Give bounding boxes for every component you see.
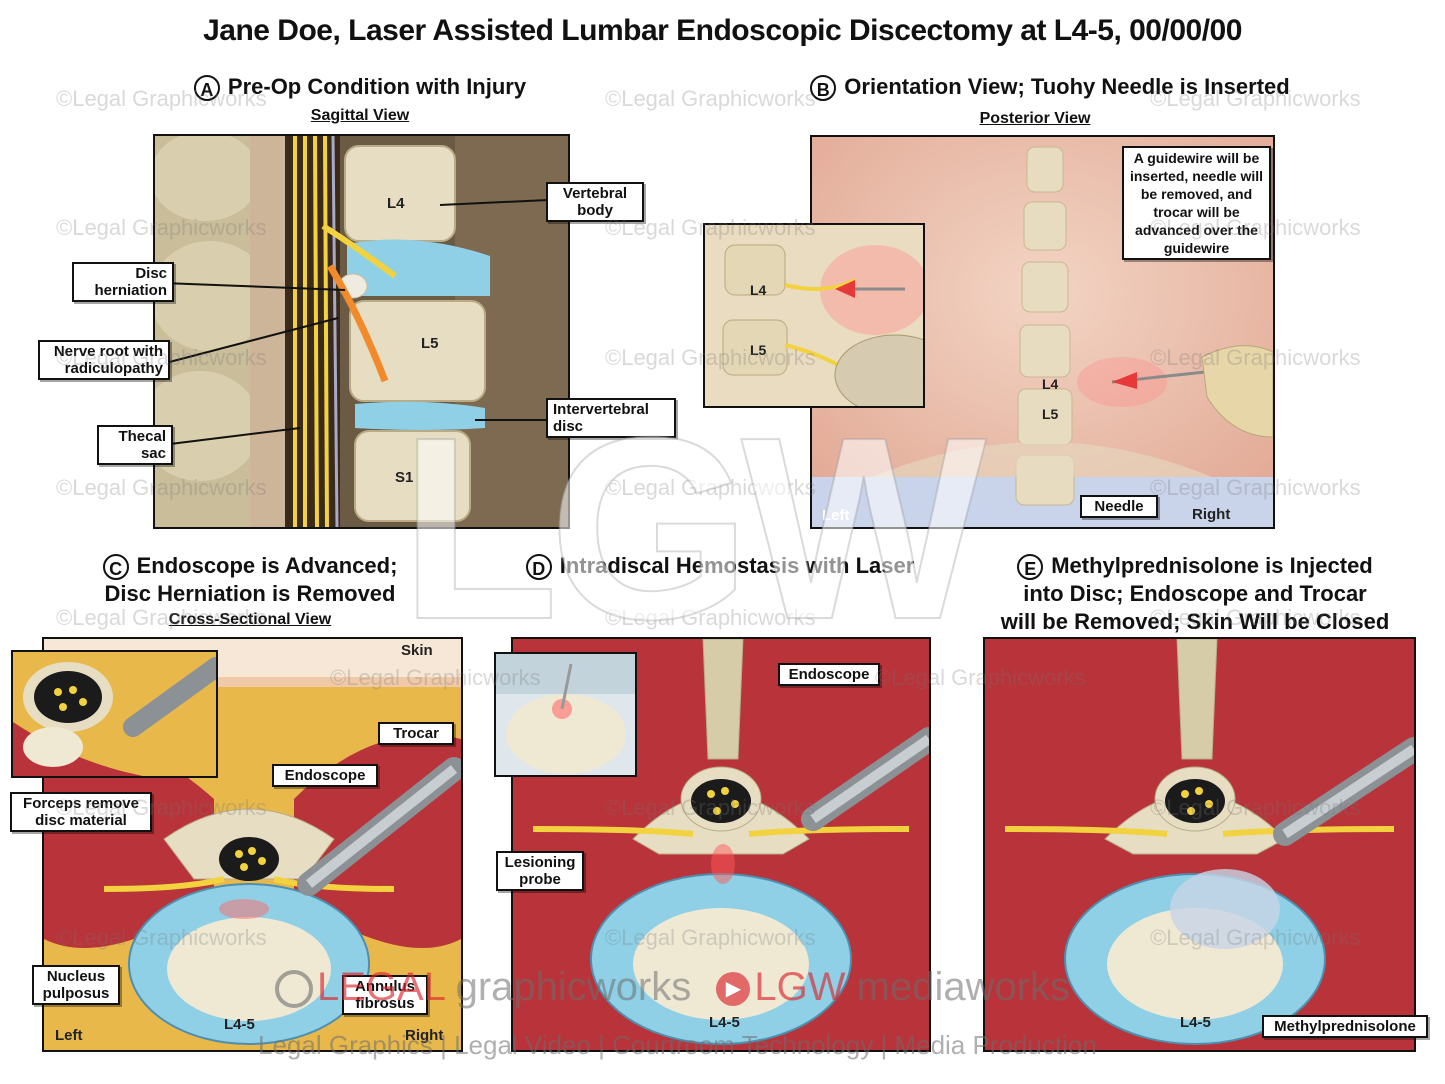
panel-e-badge: E xyxy=(1017,554,1044,581)
watermark: ©Legal Graphicworks xyxy=(875,665,1086,690)
lgw-watermark: LGW xyxy=(399,383,987,675)
panel-a-title: A Pre-Op Condition with Injury xyxy=(150,73,570,102)
panel-a-title-text: Pre-Op Condition with Injury xyxy=(227,74,527,99)
label-trocar: Trocar xyxy=(378,722,454,745)
panel-b-title: B Orientation View; Tuohy Needle is Inser… xyxy=(780,73,1320,102)
label-disc-herniation: Disc herniation xyxy=(72,262,174,302)
watermark: ©Legal Graphicworks xyxy=(330,665,541,690)
c-level-text: L4-5 xyxy=(224,1016,255,1033)
watermark: ©Legal Graphicworks xyxy=(605,475,816,500)
label-thecal-sac: Thecal sac xyxy=(97,425,173,465)
play-icon: ▶ xyxy=(716,972,751,1007)
panel-e-title-line3: will be Removed; Skin Will be Closed xyxy=(1000,609,1390,635)
watermark: ©Legal Graphicworks xyxy=(1150,795,1361,820)
watermark: ©Legal Graphicworks xyxy=(1150,605,1361,630)
magnifier-icon xyxy=(275,970,313,1009)
panel-a-badge: A xyxy=(193,75,220,102)
watermark: ©Legal Graphicworks xyxy=(56,795,267,820)
label-annulus: Annulus fibrosus xyxy=(342,975,428,1015)
label-methylprednisolone: Methylprednisolone xyxy=(1262,1015,1428,1038)
d-level-text: L4-5 xyxy=(709,1014,740,1031)
e-level-text: L4-5 xyxy=(1180,1014,1211,1031)
watermark: ©Legal Graphicworks xyxy=(1150,475,1361,500)
watermark: ©Legal Graphicworks xyxy=(605,925,816,950)
watermark: ©Legal Graphicworks xyxy=(56,475,267,500)
watermark: ©Legal Graphicworks xyxy=(605,795,816,820)
b-l4-text: L4 xyxy=(1042,376,1059,392)
panel-a-view: Sagittal View xyxy=(310,107,410,124)
watermark: ©Legal Graphicworks xyxy=(56,925,267,950)
label-needle: Needle xyxy=(1080,495,1158,518)
b-left-text: Left xyxy=(822,507,850,524)
label-nucleus: Nucleus pulposus xyxy=(32,965,120,1005)
page-title: Jane Doe, Laser Assisted Lumbar Endoscop… xyxy=(203,14,1242,47)
watermark: ©Legal Graphicworks xyxy=(1150,345,1361,370)
watermark: ©Legal Graphicworks xyxy=(56,86,267,111)
panel-e-title: E Methylprednisolone is Injected into Dis… xyxy=(970,552,1420,636)
panel-b-view: Posterior View xyxy=(979,110,1091,127)
panel-b-inset: L4 L5 xyxy=(703,223,925,408)
panel-c-title-line1: Endoscope is Advanced; xyxy=(136,553,398,578)
panel-c-view: Cross-Sectional View xyxy=(168,611,332,628)
b-right-text: Right xyxy=(1192,506,1231,523)
panel-d-inset xyxy=(494,652,637,777)
label-vertebral-body: Vertebral body xyxy=(546,182,644,222)
watermark: ©Legal Graphicworks xyxy=(56,345,267,370)
watermark: ©Legal Graphicworks xyxy=(605,86,816,111)
panel-d-title: D Intradiscal Hemostasis with Laser xyxy=(500,552,940,581)
panel-d-badge: D xyxy=(525,554,552,581)
watermark: ©Legal Graphicworks xyxy=(1150,925,1361,950)
b-l5-text: L5 xyxy=(1042,406,1059,422)
watermark: ©Legal Graphicworks xyxy=(56,215,267,240)
brand-mediaworks: mediaworks xyxy=(856,965,1071,1009)
panel-e-title-line1: Methylprednisolone is Injected xyxy=(1051,553,1373,578)
panel-c-title: C Endoscope is Advanced; Disc Herniation … xyxy=(70,552,430,608)
watermark: ©Legal Graphicworks xyxy=(56,605,267,630)
panel-d-illustration: L4-5 xyxy=(511,637,931,1052)
c-left-text: Left xyxy=(55,1027,83,1044)
label-intervertebral-disc: Intervertebral disc xyxy=(546,398,676,438)
a-l5-text: L5 xyxy=(421,335,439,352)
watermark: ©Legal Graphicworks xyxy=(605,605,816,630)
c-right-text: Right xyxy=(405,1027,444,1044)
footer-brand: LEGAL graphicworks ▶LGW mediaworks xyxy=(275,965,1070,1010)
label-skin: Skin xyxy=(401,642,433,659)
label-endoscope-d: Endoscope xyxy=(778,663,880,686)
panel-c-title-line2: Disc Herniation is Removed xyxy=(104,581,396,607)
label-endoscope-c: Endoscope xyxy=(272,764,378,787)
brand-legal: LEGAL xyxy=(317,965,445,1009)
watermark: ©Legal Graphicworks xyxy=(605,345,816,370)
watermark: ©Legal Graphicworks xyxy=(605,215,816,240)
a-s1-text: S1 xyxy=(395,469,413,486)
watermark: ©Legal Graphicworks xyxy=(1150,215,1361,240)
a-l4-text: L4 xyxy=(387,195,405,212)
b-inset-l4-text: L4 xyxy=(750,282,767,298)
label-guidewire-note: A guidewire will be inserted, needle wil… xyxy=(1122,146,1271,260)
panel-d-title-text: Intradiscal Hemostasis with Laser xyxy=(559,553,915,578)
brand-lgw: LGW xyxy=(754,965,846,1009)
label-nerve-root: Nerve root with radiculopathy xyxy=(38,340,170,380)
b-inset-l5-text: L5 xyxy=(750,342,767,358)
watermark: ©Legal Graphicworks xyxy=(1150,86,1361,111)
panel-b-title-text: Orientation View; Tuohy Needle is Insert… xyxy=(844,74,1290,99)
brand-graphicworks: graphicworks xyxy=(455,965,692,1009)
panel-e-illustration: L4-5 xyxy=(983,637,1416,1052)
panel-b-badge: B xyxy=(810,75,837,102)
label-lesioning-probe: Lesioning probe xyxy=(496,851,584,891)
panel-c-inset xyxy=(11,650,218,778)
panel-e-title-line2: into Disc; Endoscope and Trocar xyxy=(1023,581,1367,607)
footer-tagline: Legal Graphics | Legal Video | Courtroom… xyxy=(258,1030,1097,1060)
panel-c-badge: C xyxy=(102,554,129,581)
label-forceps: Forceps remove disc material xyxy=(10,792,152,832)
